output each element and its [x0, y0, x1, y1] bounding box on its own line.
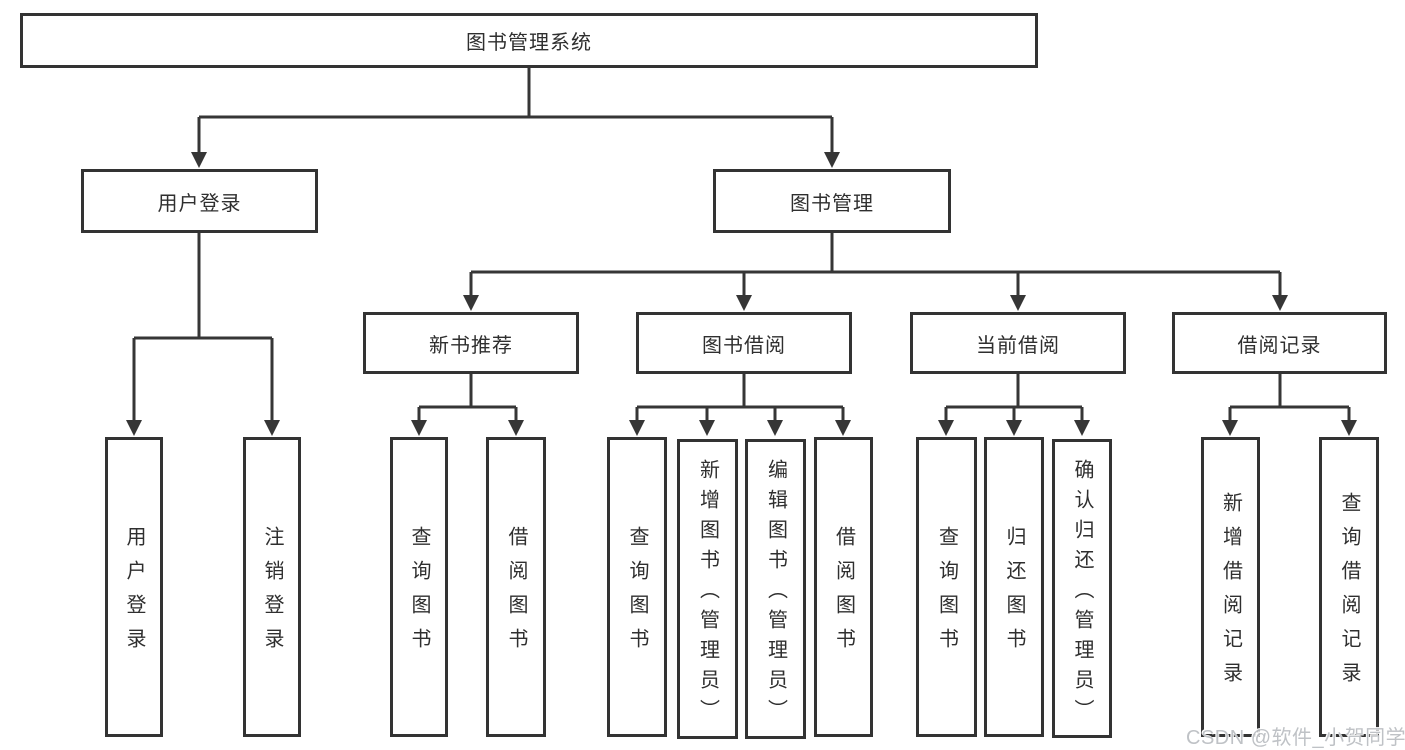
- arrowheads-current-borrow-children: [938, 420, 1090, 436]
- node-label: 借阅图书: [505, 526, 527, 662]
- connector-borrow-records-children: [1228, 374, 1351, 420]
- node-leaf-confirm-return-admin: 确认归还（管理员）: [1052, 439, 1112, 738]
- connector-root-to-level2: [197, 68, 834, 152]
- arrowheads-new-rec-children: [411, 420, 524, 436]
- connector-book-mgmt-to-level3: [469, 233, 1282, 296]
- arrowheads-user-login-children: [126, 420, 280, 436]
- node-user-login: 用户登录: [81, 169, 318, 233]
- node-root-library-system: 图书管理系统: [20, 13, 1038, 68]
- node-label: 注销登录: [261, 526, 283, 662]
- connector-new-rec-children: [417, 374, 518, 420]
- node-leaf-user-login: 用户登录: [105, 437, 163, 737]
- csdn-watermark: CSDN @软件_小贺同学: [1186, 727, 1405, 749]
- node-label: 新书推荐: [429, 334, 513, 357]
- node-label: 图书管理系统: [466, 32, 592, 54]
- node-label: 新增借阅记录: [1219, 492, 1242, 696]
- node-label: 用户登录: [123, 526, 145, 662]
- node-label: 新增图书（管理员）: [696, 459, 719, 729]
- node-label: 编辑图书（管理员）: [764, 459, 787, 729]
- node-leaf-edit-books-admin: 编辑图书（管理员）: [745, 439, 806, 739]
- arrowheads-borrow-records-children: [1222, 420, 1357, 436]
- node-new-book-recommend: 新书推荐: [363, 312, 579, 374]
- node-leaf-query-books-2: 查询图书: [607, 437, 667, 737]
- connector-current-borrow-children: [944, 374, 1084, 420]
- node-label: 查询图书: [935, 526, 958, 662]
- node-label: 图书管理: [790, 192, 874, 215]
- node-borrow-records: 借阅记录: [1172, 312, 1387, 374]
- node-label: 查询图书: [408, 526, 430, 662]
- node-leaf-query-books-3: 查询图书: [916, 437, 977, 737]
- connector-user-login-children: [132, 233, 274, 420]
- node-book-borrow: 图书借阅: [636, 312, 852, 374]
- node-leaf-borrow-books-1: 借阅图书: [486, 437, 546, 737]
- node-book-management: 图书管理: [713, 169, 951, 233]
- node-leaf-query-borrow-record: 查询借阅记录: [1319, 437, 1379, 737]
- node-leaf-return-books: 归还图书: [984, 437, 1044, 737]
- node-label: 图书借阅: [702, 334, 786, 357]
- node-leaf-logout: 注销登录: [243, 437, 301, 737]
- node-leaf-borrow-books-2: 借阅图书: [814, 437, 873, 737]
- arrowheads-book-borrow-children: [629, 420, 851, 436]
- node-label: 当前借阅: [976, 334, 1060, 357]
- node-leaf-add-borrow-record: 新增借阅记录: [1201, 437, 1260, 737]
- node-leaf-add-books-admin: 新增图书（管理员）: [677, 439, 738, 739]
- node-label: 借阅记录: [1237, 334, 1322, 357]
- node-current-borrow: 当前借阅: [910, 312, 1126, 374]
- node-label: 归还图书: [1003, 526, 1025, 662]
- node-label: 查询借阅记录: [1338, 492, 1360, 696]
- connector-book-borrow-children: [635, 374, 845, 420]
- node-label: 借阅图书: [832, 526, 855, 662]
- arrowheads-level3: [463, 295, 1288, 311]
- node-label: 查询图书: [626, 526, 648, 662]
- arrowheads-level2: [191, 152, 840, 168]
- node-label: 用户登录: [157, 192, 242, 215]
- node-label: 确认归还（管理员）: [1071, 458, 1093, 729]
- node-leaf-query-books-1: 查询图书: [390, 437, 448, 737]
